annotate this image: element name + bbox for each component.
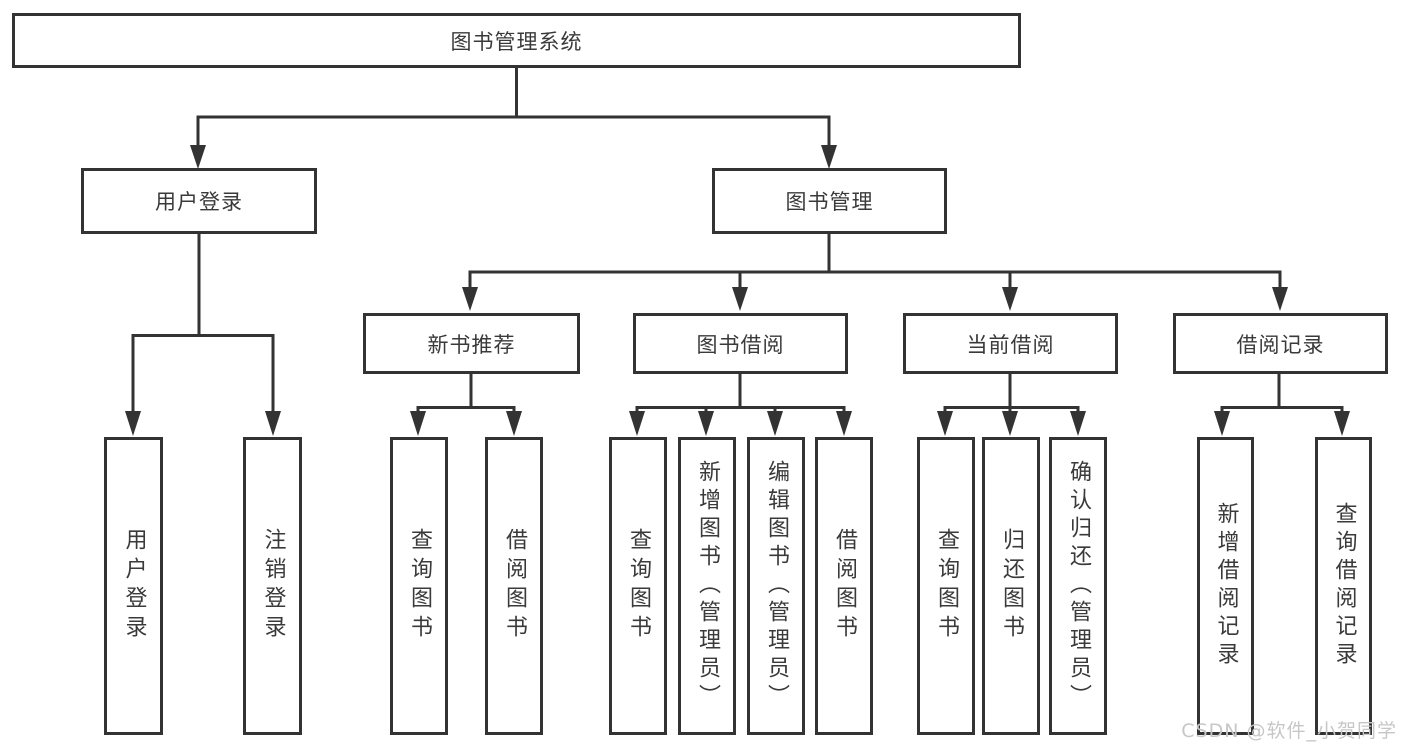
leaf-confirm-return-admin: 确认归还（管理员） <box>1049 437 1107 735</box>
leaf-query-books-recommend: 查询图书 <box>390 437 448 735</box>
leaf-user-login: 用户登录 <box>104 437 163 735</box>
node-user-login: 用户登录 <box>81 168 317 234</box>
node-borrowing-records: 借阅记录 <box>1173 313 1388 374</box>
node-book-management: 图书管理 <box>712 168 947 234</box>
leaf-return-book: 归还图书 <box>982 437 1040 735</box>
node-book-borrowing: 图书借阅 <box>633 313 848 374</box>
leaf-add-borrow-record: 新增借阅记录 <box>1197 437 1254 735</box>
leaf-add-book-admin: 新增图书（管理员） <box>678 437 736 735</box>
leaf-borrow-books-recommend: 借阅图书 <box>485 437 543 735</box>
node-current-borrowing: 当前借阅 <box>903 313 1118 374</box>
leaf-query-borrow-record: 查询借阅记录 <box>1315 437 1372 735</box>
leaf-query-books-current: 查询图书 <box>917 437 975 735</box>
leaf-edit-book-admin: 编辑图书（管理员） <box>747 437 805 735</box>
leaf-borrow-books-borrowing: 借阅图书 <box>815 437 873 735</box>
node-new-book-recommend: 新书推荐 <box>363 313 580 374</box>
node-library-system-root: 图书管理系统 <box>12 13 1021 68</box>
leaf-query-books-borrowing: 查询图书 <box>609 437 667 735</box>
leaf-logout: 注销登录 <box>243 437 302 735</box>
watermark: CSDN @软件_小贺同学 <box>1181 720 1397 742</box>
